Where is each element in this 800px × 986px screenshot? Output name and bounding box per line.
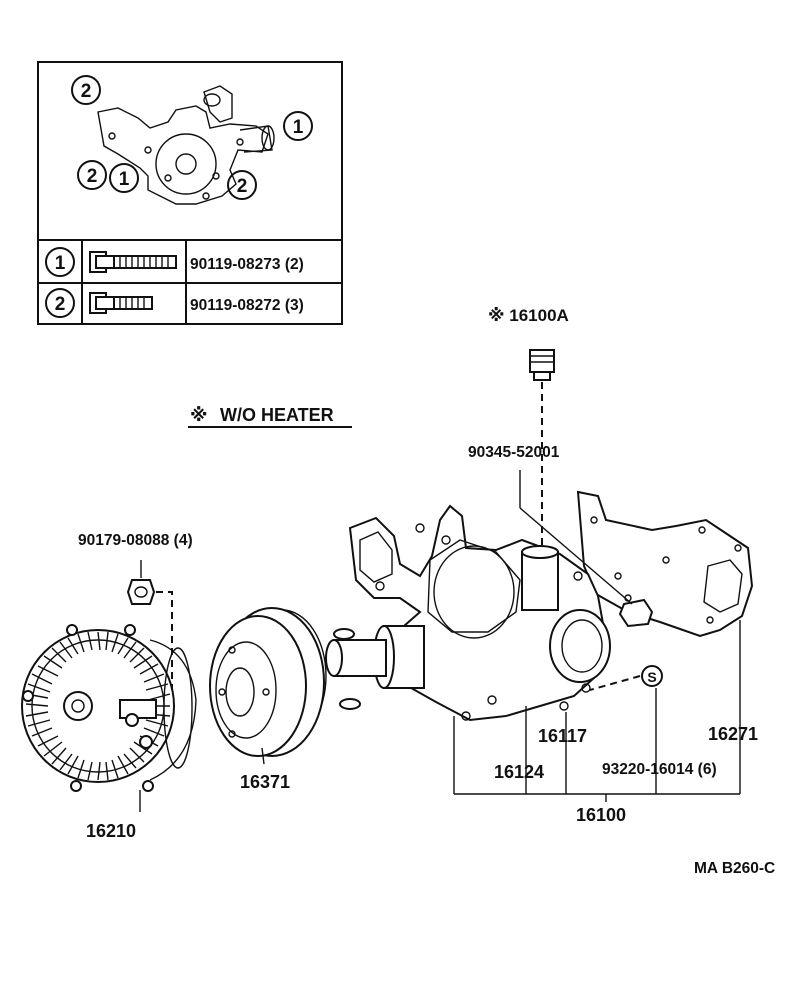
bolt-row-2: 2 90119-08272 (3) [45,288,304,318]
label-16371: 16371 [240,772,290,792]
label-90179-08088: 90179-08088 (4) [78,532,193,549]
label-90345-52001: 90345-52001 [468,444,560,461]
long-bolt-icon [89,251,177,273]
label-16271: 16271 [708,724,758,744]
label-16124: 16124 [494,762,544,782]
svg-text:S: S [647,669,656,685]
label-16100: 16100 [576,805,626,825]
bolt-part-number-2: 90119-08272 (3) [190,297,304,314]
svg-text:1: 1 [55,253,66,274]
leader-lines [453,620,741,802]
short-bolt-icon [89,292,153,314]
label-16117: 16117 [538,726,587,746]
svg-text:1: 1 [119,169,130,190]
inset-callout-1-left: 1 [109,163,139,193]
fan-pulley-16371 [209,607,327,765]
bolt-inset-panel: 2 1 2 1 2 1 90119-08273 [37,61,343,325]
svg-text:2: 2 [55,294,66,315]
inset-callout-1-right: 1 [283,111,313,141]
note-text: W/O HEATER [220,405,334,425]
label-93220-16014: 93220-16014 (6) [602,761,717,778]
note-symbol: ※ [190,405,208,425]
figure-id: MA B260-C [694,860,775,877]
without-heater-note: ※ W/O HEATER [188,405,352,428]
label-16210: 16210 [86,821,136,841]
inset-callout-2-right: 2 [227,170,257,200]
fan-clutch-16210 [21,624,197,812]
inset-callout-2-left: 2 [77,160,107,190]
drain-cock-plug-90345 [519,470,654,628]
label-16100A: ※ 16100A [488,306,569,325]
svg-text:2: 2 [81,81,92,102]
svg-text:2: 2 [237,176,248,197]
svg-text:1: 1 [293,117,304,138]
small-water-pump-sketch [97,85,275,205]
seal-washer-93220: S [589,665,663,691]
water-pump-assembly-16100 [325,490,754,722]
inset-callout-2-top-left: 2 [71,75,101,105]
bolt-part-number-1: 90119-08273 (2) [190,256,304,273]
svg-text:2: 2 [87,166,98,187]
flange-nut-90179 [126,560,173,690]
heater-plug-16100A [529,349,555,550]
bolt-row-1: 1 90119-08273 (2) [45,247,304,277]
